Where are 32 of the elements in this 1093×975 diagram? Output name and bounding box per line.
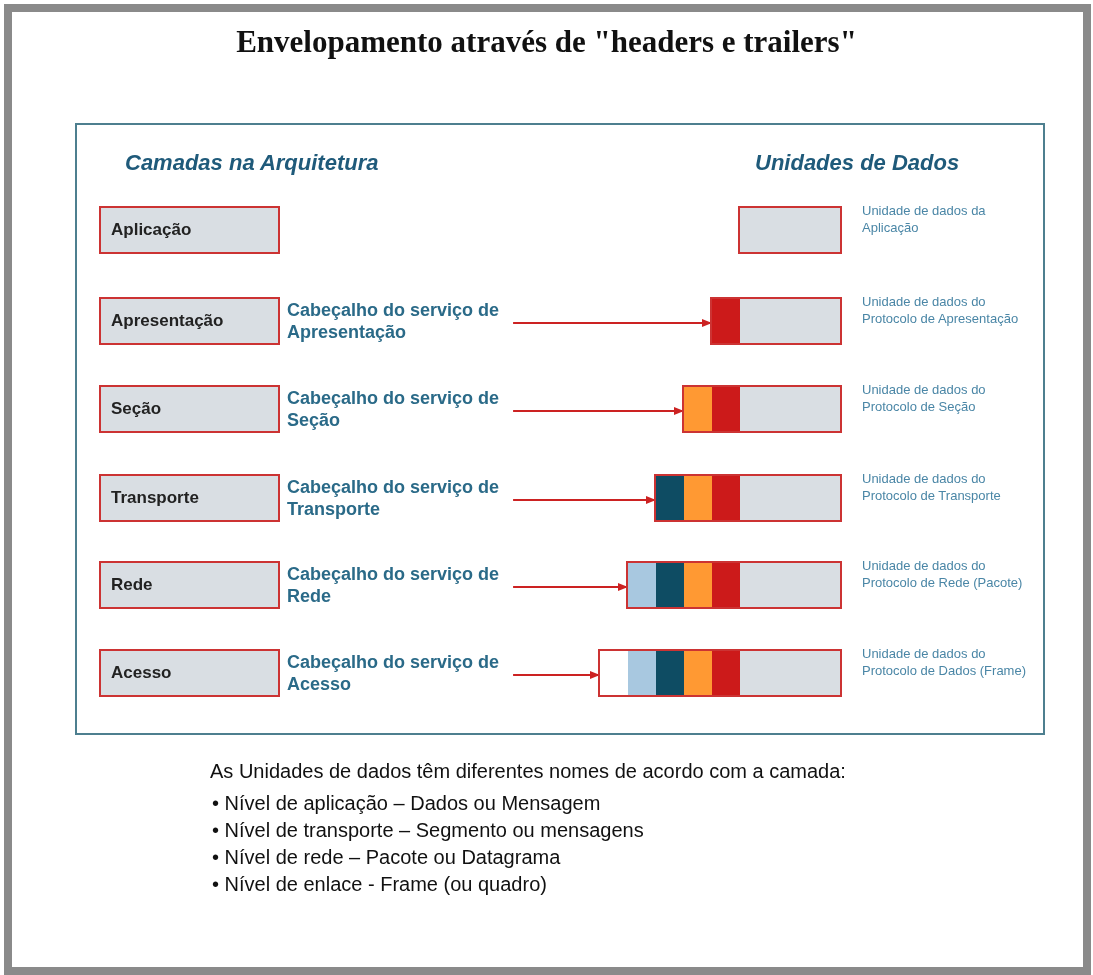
- column-heading: Unidades de Dados: [755, 150, 960, 176]
- data-unit-bar: [654, 474, 842, 522]
- data-unit-bar: [710, 297, 842, 345]
- header-caption: Cabeçalho do serviço de Apresentação: [287, 298, 542, 344]
- header-caption: Cabeçalho do serviço de Transporte: [287, 475, 542, 521]
- layer-box: Apresentação: [99, 297, 280, 345]
- layer-box: Seção: [99, 385, 280, 433]
- bullet-item: • Nível de rede – Pacote ou Datagrama: [212, 846, 561, 869]
- data-unit-bar: [738, 206, 842, 254]
- header-caption: Cabeçalho do serviço de Rede: [287, 562, 542, 608]
- header-caption: Cabeçalho do serviço de Seção: [287, 386, 542, 432]
- layer-box: Acesso: [99, 649, 280, 697]
- title: Envelopamento através de "headers e trailers": [235, 24, 858, 60]
- column-heading: Camadas na Arquitetura: [125, 150, 379, 176]
- unit-caption: Unidade de dados do Protocolo de Seção: [862, 381, 987, 415]
- unit-caption: Unidade de dados do Protocolo de Dados (Frame): [862, 645, 1027, 679]
- data-unit-bar: [682, 385, 842, 433]
- unit-caption: Unidade de dados da Aplicação: [862, 202, 987, 236]
- layer-box: Transporte: [99, 474, 280, 522]
- note-text: As Unidades de dados têm diferentes nomes de acordo com a camada:: [210, 760, 846, 783]
- data-unit-bar: [598, 649, 842, 697]
- bullet-item: • Nível de aplicação – Dados ou Mensagem: [212, 792, 601, 815]
- unit-caption: Unidade de dados do Protocolo de Rede (Pacote): [862, 557, 1024, 591]
- diagram-panel: [75, 123, 1045, 735]
- header-caption: Cabeçalho do serviço de Acesso: [287, 650, 542, 696]
- layer-box: Rede: [99, 561, 280, 609]
- unit-caption: Unidade de dados do Protocolo de Apresentação: [862, 293, 1020, 327]
- bullet-item: • Nível de enlace - Frame (ou quadro): [212, 873, 547, 896]
- data-unit-bar: [626, 561, 842, 609]
- layer-box: Aplicação: [99, 206, 280, 254]
- unit-caption: Unidade de dados do Protocolo de Transporte: [862, 470, 1002, 504]
- bullet-item: • Nível de transporte – Segmento ou mensagens: [212, 819, 644, 842]
